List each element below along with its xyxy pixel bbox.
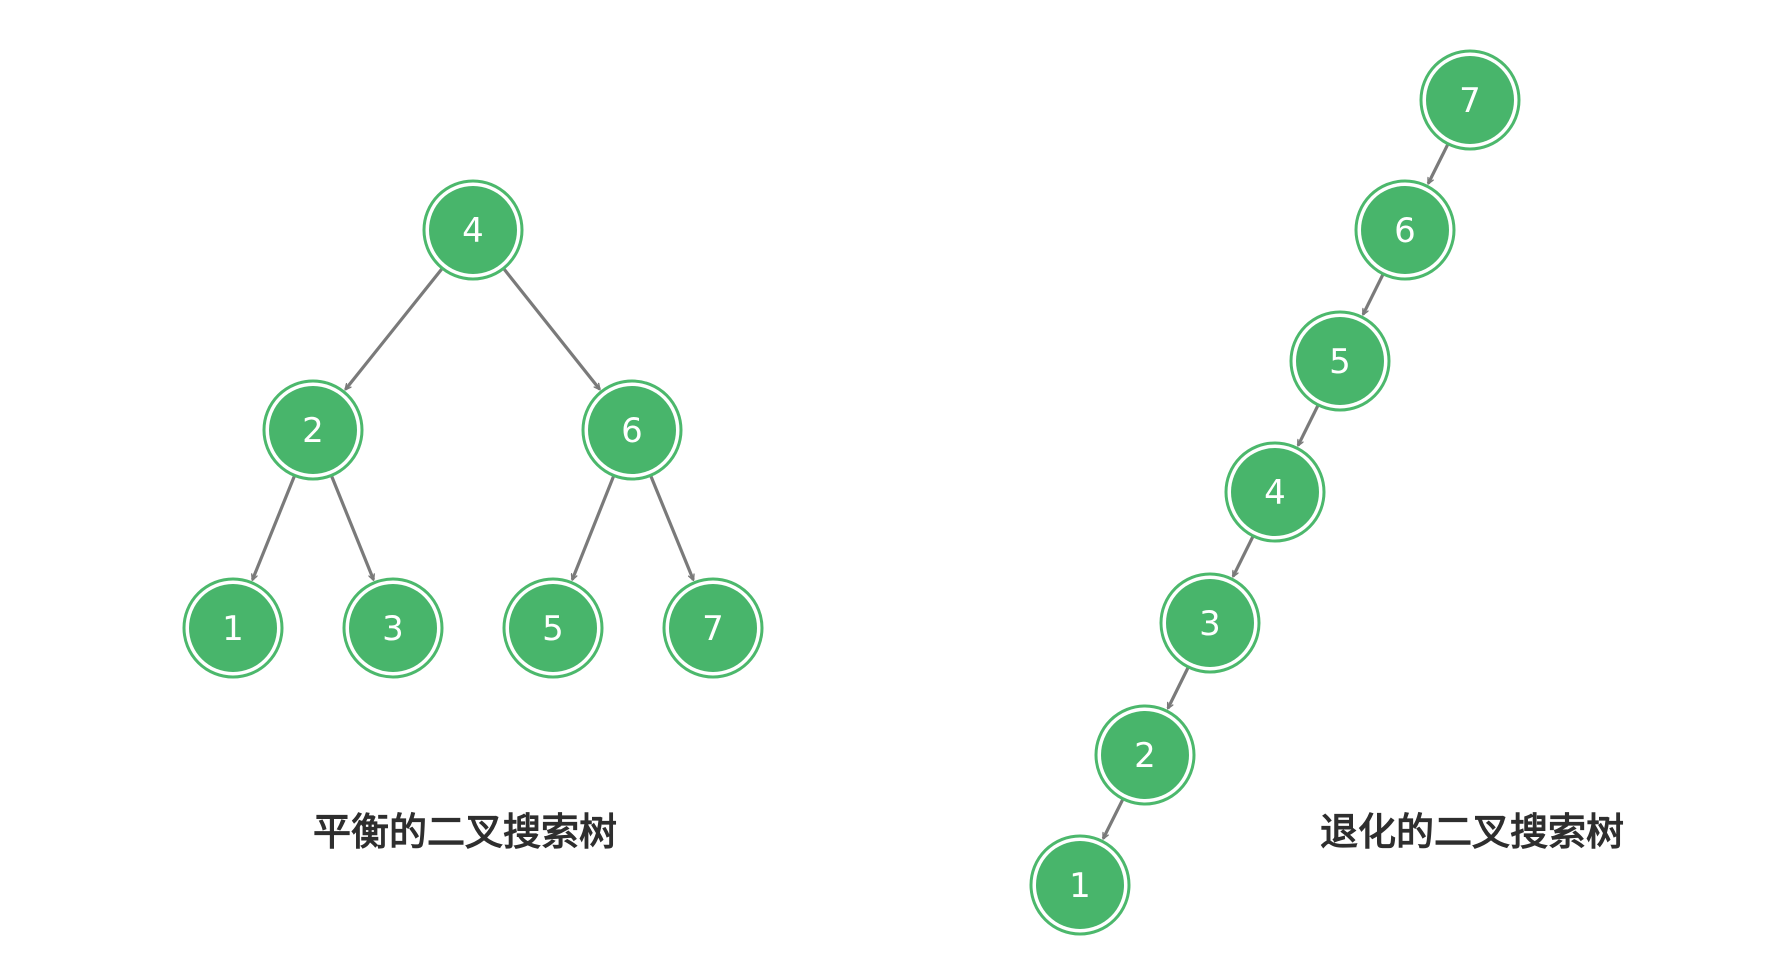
degenerate-node-1: 1 (1029, 834, 1131, 936)
degenerate-node-1-fill (1036, 841, 1124, 929)
degenerate-node-3-label: 3 (1199, 604, 1221, 644)
balanced-tree-caption: 平衡的二叉搜索树 (313, 810, 618, 854)
balanced-node-7-fill (669, 584, 757, 672)
degenerate-node-3: 3 (1159, 572, 1261, 674)
degenerate-node-5-label: 5 (1329, 342, 1351, 382)
balanced-node-1-label: 1 (222, 609, 244, 649)
balanced-node-2: 2 (262, 379, 364, 481)
balanced-tree-nodes: 4 2 6 1 3 5 7 (182, 179, 764, 679)
degenerate-edge-5-to-4 (1296, 405, 1320, 446)
degenerate-node-1-label: 1 (1069, 866, 1091, 906)
degenerate-node-2-fill (1101, 711, 1189, 799)
balanced-tree-edges (250, 268, 695, 580)
degenerate-node-4-label: 4 (1264, 473, 1286, 513)
degenerate-edge-2-to-1 (1101, 799, 1125, 839)
balanced-node-3: 3 (342, 577, 444, 679)
balanced-node-7: 7 (662, 577, 764, 679)
degenerate-node-6-label: 6 (1394, 211, 1416, 251)
degenerate-node-2: 2 (1094, 704, 1196, 806)
balanced-node-7-label: 7 (702, 609, 724, 649)
balanced-node-1: 1 (182, 577, 284, 679)
balanced-node-5-label: 5 (542, 609, 564, 649)
degenerate-node-3-fill (1166, 579, 1254, 667)
degenerate-edge-4-to-3 (1231, 536, 1255, 577)
degenerate-node-7-fill (1426, 56, 1514, 144)
balanced-edge-2-to-3 (330, 475, 376, 579)
degenerate-tree-caption: 退化的二叉搜索树 (1320, 810, 1625, 854)
balanced-edge-6-to-5 (570, 475, 615, 579)
balanced-node-4-label: 4 (462, 211, 484, 251)
degenerate-edge-3-to-2 (1166, 667, 1190, 708)
balanced-node-4: 4 (422, 179, 524, 281)
balanced-node-6: 6 (581, 379, 683, 481)
degenerate-tree-nodes: 7 6 5 4 3 2 1 (1029, 49, 1521, 936)
balanced-node-3-fill (349, 584, 437, 672)
balanced-node-4-fill (429, 186, 517, 274)
degenerate-tree-edges (1101, 144, 1450, 839)
balanced-node-2-fill (269, 386, 357, 474)
degenerate-node-4-fill (1231, 448, 1319, 536)
degenerate-node-4: 4 (1224, 441, 1326, 543)
balanced-node-5: 5 (502, 577, 604, 679)
degenerate-node-2-label: 2 (1134, 736, 1156, 776)
balanced-node-6-label: 6 (621, 411, 643, 451)
balanced-node-2-label: 2 (302, 411, 324, 451)
degenerate-edge-6-to-5 (1361, 274, 1385, 315)
balanced-edge-6-to-7 (649, 475, 695, 580)
balanced-tree: 4 2 6 1 3 5 7 (182, 179, 764, 679)
balanced-node-6-fill (588, 386, 676, 474)
degenerate-node-7: 7 (1419, 49, 1521, 151)
degenerate-node-5-fill (1296, 317, 1384, 405)
degenerate-edge-7-to-6 (1426, 144, 1450, 184)
degenerate-node-6-fill (1361, 186, 1449, 274)
degenerate-node-5: 5 (1289, 310, 1391, 412)
balanced-edge-4-to-6 (502, 268, 601, 389)
degenerate-node-6: 6 (1354, 179, 1456, 281)
balanced-node-3-label: 3 (382, 609, 404, 649)
degenerate-tree: 7 6 5 4 3 2 1 (1029, 49, 1521, 936)
balanced-edge-4-to-2 (344, 268, 444, 389)
balanced-node-1-fill (189, 584, 277, 672)
balanced-node-5-fill (509, 584, 597, 672)
balanced-edge-2-to-1 (250, 475, 296, 579)
degenerate-node-7-label: 7 (1459, 81, 1481, 121)
